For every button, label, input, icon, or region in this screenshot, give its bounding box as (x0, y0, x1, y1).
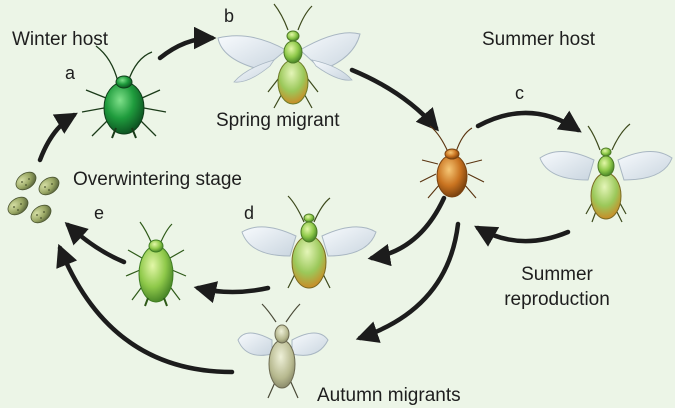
summer-host-label: Summer host (482, 30, 595, 49)
aphid-wingless-e (126, 222, 186, 306)
arrow-d-to-e (198, 288, 268, 292)
spring-migrant-label: Spring migrant (216, 111, 340, 130)
arrow-winter-to-spring (160, 38, 212, 58)
aphid-winged-d (242, 196, 376, 288)
arrow-to-d (372, 198, 444, 258)
egg-cluster (5, 169, 63, 227)
winter-host-label: Winter host (12, 30, 108, 49)
arrow-c (478, 113, 578, 130)
stage-letter-c: c (515, 84, 524, 102)
summer-reproduction-label: Summer reproduction (502, 265, 612, 309)
autumn-migrants-label: Autumn migrants (317, 386, 461, 405)
arrow-eggs-to-a (40, 115, 74, 160)
summer-reproduction-line2: reproduction (502, 290, 612, 309)
summer-reproduction-line1: Summer (502, 265, 612, 284)
aphid-autumn-migrant (238, 304, 328, 398)
aphid-spring-migrant-b (218, 4, 360, 108)
aphid-summer-host-orange (420, 126, 484, 198)
arrow-e-to-eggs (68, 225, 124, 262)
stage-letter-d: d (244, 204, 254, 222)
stage-letter-b: b (224, 7, 234, 25)
arrow-spring-to-summer-host (352, 70, 436, 128)
stage-letter-e: e (94, 204, 104, 222)
overwintering-stage-label: Overwintering stage (73, 170, 242, 189)
aphid-summer-winged-c (540, 124, 672, 222)
arrow-summer-reproduction (478, 228, 568, 241)
aphid-stem-mother-a (82, 46, 166, 138)
stage-letter-a: a (65, 64, 75, 82)
